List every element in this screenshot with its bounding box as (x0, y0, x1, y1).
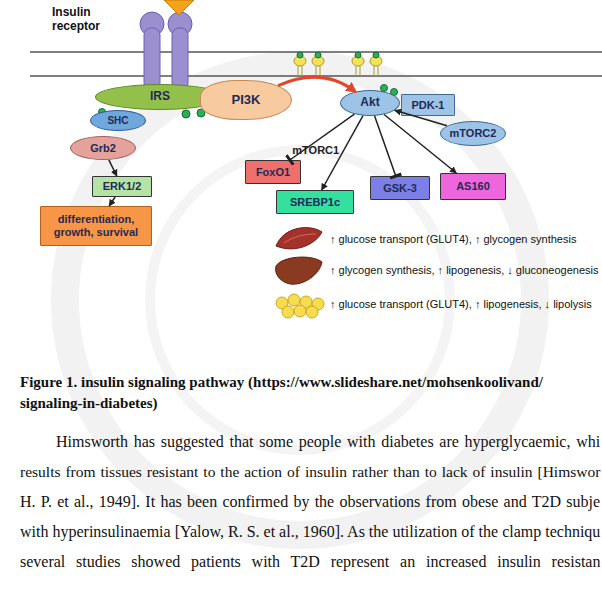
node-label: PI3K (232, 93, 261, 108)
node-label: mTORC2 (450, 127, 497, 140)
tissue-effect: ↑ glucose transport (GLUT4), ↑ glycogen … (330, 233, 600, 246)
node-label: ERK1/2 (103, 180, 142, 193)
node-text-group: Akt (360, 96, 379, 110)
fat-icon (276, 294, 324, 318)
node-text-group: Grb2 (90, 142, 116, 155)
node-text-group: PI3K (232, 93, 261, 108)
node-label: AS160 (456, 180, 490, 193)
protein-box: PDK-1 (401, 94, 455, 116)
node-text-group: differentiation, growth, survival (45, 213, 147, 238)
node-text-group: mTORC2 (450, 127, 497, 140)
node-label: Grb2 (90, 142, 116, 155)
protein-ellipse: Akt (340, 90, 400, 116)
signal-connector (384, 114, 456, 173)
liver-icon (276, 257, 322, 284)
node-text-group: SREBP1c (290, 196, 340, 209)
node-text-group: ERK1/2 (103, 180, 142, 193)
muscle-icon (276, 228, 322, 249)
node-text-group: SHC (107, 115, 128, 127)
figure-caption: Figure 1. insulin signaling pathway (htt… (20, 372, 600, 414)
lipid-molecules (294, 56, 382, 76)
node-label: SHC (107, 115, 128, 127)
node-label: GSK-3 (383, 182, 417, 195)
node-text-group: AS160 (456, 180, 490, 193)
signal-connector (109, 160, 117, 176)
body-text-line: H. P. et al., 1949]. It has been confirm… (20, 493, 600, 511)
outcome-box: differentiation, growth, survival (40, 206, 152, 246)
protein-ellipse: mTORC2 (440, 121, 506, 146)
node-text-group: GSK-3 (383, 182, 417, 195)
body-text-line: with hyperinsulinaemia [Yalow, R. S. et … (20, 523, 600, 541)
node-label: PDK-1 (411, 99, 444, 112)
node-label: FoxO1 (256, 166, 290, 179)
protein-ellipse: SHC (90, 110, 146, 131)
node-label: IRS (150, 90, 170, 104)
edge-label: mTORC1 (292, 144, 339, 156)
signal-connector (375, 116, 396, 176)
kinase-shape: PI3K (200, 80, 292, 120)
signal-connector (278, 77, 355, 92)
body-text-line: Himsworth has suggested that some people… (56, 433, 600, 451)
signal-connector (290, 114, 355, 160)
tissue-effect: ↑ glucose transport (GLUT4), ↑ lipogenes… (330, 298, 600, 311)
node-label: Akt (360, 96, 379, 110)
body-text-line: results from tissues resistant to the ac… (20, 463, 600, 481)
receptor-label: Insulin receptor (52, 5, 116, 34)
protein-box: AS160 (440, 173, 506, 200)
protein-box: ERK1/2 (92, 176, 152, 197)
node-text-group: FoxO1 (256, 166, 290, 179)
protein-ellipse: Grb2 (70, 136, 136, 160)
protein-box: FoxO1 (245, 160, 301, 184)
protein-box: SREBP1c (276, 190, 354, 214)
node-label: SREBP1c (290, 196, 340, 209)
node-text-group: PDK-1 (411, 99, 444, 112)
body-text-line: several studies showed patients with T2D… (20, 553, 600, 571)
node-label: differentiation, growth, survival (45, 213, 147, 238)
tissue-effect: ↑ glycogen synthesis, ↑ lipogenesis, ↓ g… (330, 264, 600, 277)
node-text-group: IRS (150, 90, 170, 104)
protein-box: GSK-3 (370, 176, 430, 200)
signal-connector (109, 197, 115, 206)
insulin-receptor (140, 0, 194, 90)
